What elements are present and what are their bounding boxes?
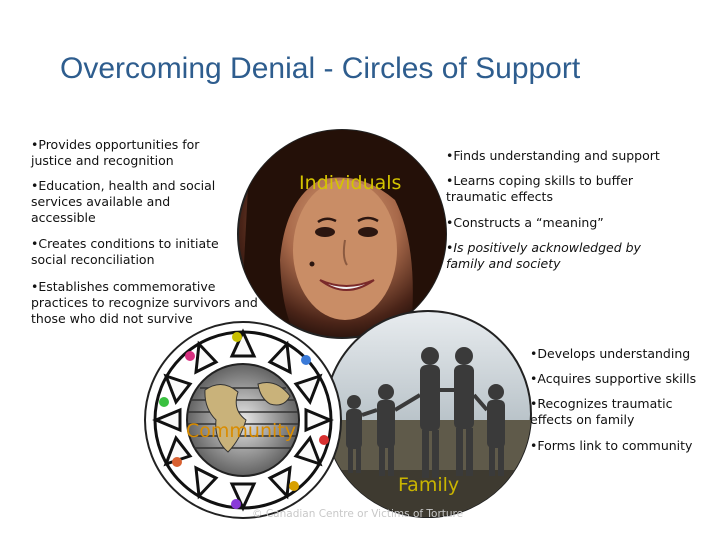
individual-point: •Is positively acknowledged by family an…: [446, 240, 656, 272]
individuals-label: Individuals: [299, 172, 401, 194]
individual-point: •Learns coping skills to buffer traumati…: [446, 173, 676, 205]
family-point: •Develops understanding: [530, 346, 710, 362]
family-circle: [320, 311, 540, 530]
community-point: •Creates conditions to initiate social r…: [31, 236, 241, 268]
community-point: •Establishes commemorative practices to …: [31, 279, 261, 327]
family-label: Family: [398, 474, 459, 496]
individual-point: •Constructs a “meaning”: [446, 215, 706, 231]
community-point: •Education, health and social services a…: [31, 178, 231, 226]
copyright-notice: © Canadian Centre or Victims of Torture: [252, 508, 463, 520]
individual-point: •Finds understanding and support: [446, 148, 706, 164]
family-point: •Forms link to community: [530, 438, 710, 454]
community-point: •Provides opportunities for justice and …: [31, 137, 221, 169]
family-point: •Acquires supportive skills: [530, 371, 715, 387]
individuals-circle: [238, 118, 450, 340]
family-point: •Recognizes traumatic effects on family: [530, 396, 690, 428]
community-label: Community: [186, 420, 296, 442]
